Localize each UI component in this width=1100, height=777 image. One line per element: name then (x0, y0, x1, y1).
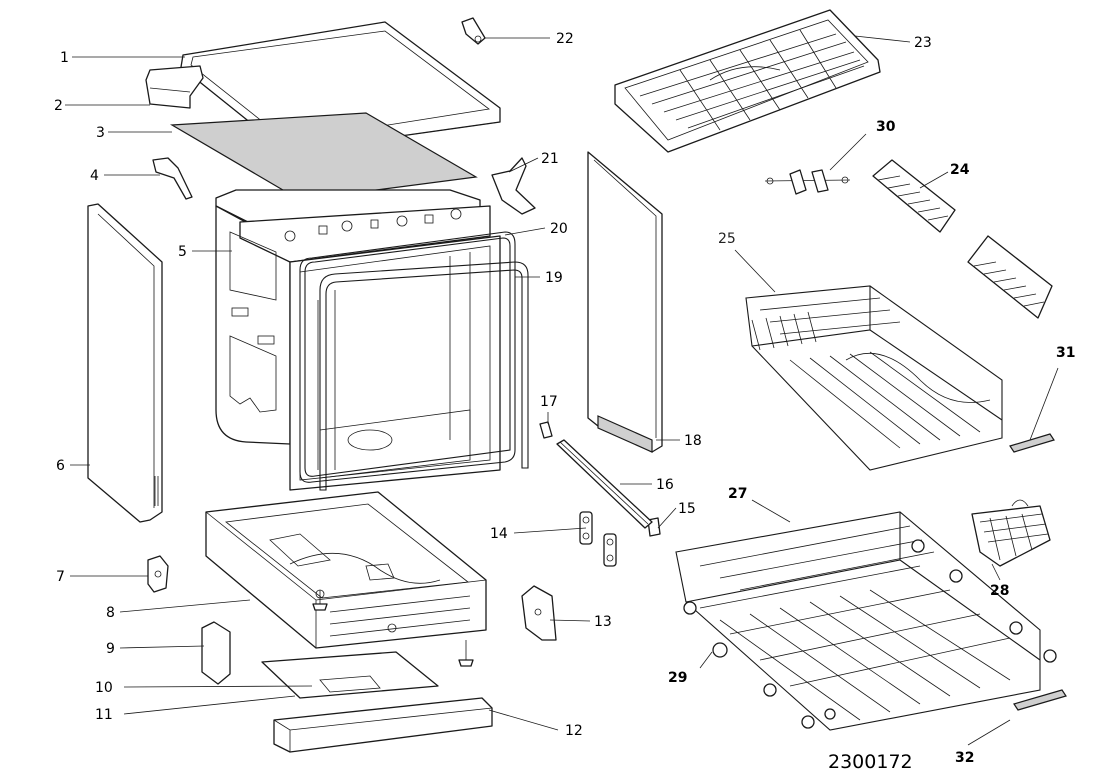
label-part-5: 5 (178, 244, 187, 260)
label-part-9: 9 (106, 641, 115, 657)
drawing-number: 2300172 (828, 751, 913, 773)
label-part-12: 12 (565, 723, 583, 739)
label-part-25: 25 (718, 231, 736, 247)
part-16-rail (556, 439, 653, 529)
label-part-23: 23 (914, 35, 932, 51)
label-part-27: 27 (728, 486, 747, 502)
label-part-16: 16 (656, 477, 674, 493)
leader-lines (65, 35, 1059, 746)
part-18-side-panel (587, 151, 663, 453)
label-part-30: 30 (876, 119, 896, 135)
label-part-18: 18 (684, 433, 702, 449)
label-part-28: 28 (990, 583, 1009, 599)
part-5-cabinet (215, 189, 501, 491)
part-3-insulation-sheet (169, 112, 478, 201)
part-6-side-panel (87, 203, 163, 523)
part-13-plate (521, 585, 557, 641)
label-part-31: 31 (1056, 345, 1075, 361)
part-2-front-bracket (145, 65, 204, 109)
label-part-11: 11 (95, 707, 113, 723)
part-7-component (147, 555, 169, 593)
part-4-bracket (152, 157, 193, 200)
label-part-3: 3 (96, 125, 105, 141)
part-30-rail (764, 169, 851, 195)
part-23-cutlery-tray (614, 9, 881, 153)
part-11-foot-screw (312, 590, 474, 667)
part-12-plinth (261, 651, 493, 753)
part-25-upper-basket (745, 285, 1003, 471)
label-part-14: 14 (490, 526, 508, 542)
label-part-8: 8 (106, 605, 115, 621)
part-17-clip (539, 421, 553, 439)
label-part-17: 17 (540, 394, 558, 410)
part-21-bracket (491, 157, 536, 215)
part-22-clip (461, 17, 486, 45)
label-part-4: 4 (90, 168, 99, 184)
part-14-hinge (579, 511, 617, 567)
label-part-19: 19 (545, 270, 563, 286)
label-part-21: 21 (541, 151, 559, 167)
label-part-2: 2 (54, 98, 63, 114)
label-part-6: 6 (56, 458, 65, 474)
label-part-15: 15 (678, 501, 696, 517)
part-28-cutlery-basket (971, 499, 1051, 567)
part-32-strip (1013, 689, 1067, 711)
part-31-strip (1009, 433, 1055, 453)
label-part-20: 20 (550, 221, 568, 237)
part-8-base (205, 491, 487, 649)
part-20-seal (299, 231, 516, 483)
part-27-lower-basket (675, 511, 1057, 731)
label-part-24: 24 (950, 162, 970, 178)
label-part-32: 32 (955, 750, 974, 766)
label-part-1: 1 (60, 50, 69, 66)
part-24-tine-rack (872, 159, 1053, 319)
part-9-cover (201, 621, 231, 685)
label-part-13: 13 (594, 614, 612, 630)
label-part-10: 10 (95, 680, 113, 696)
part-labels: 1 2 3 4 5 6 7 8 9 10 11 12 13 14 15 16 1… (54, 31, 1075, 773)
label-part-29: 29 (668, 670, 687, 686)
label-part-22: 22 (556, 31, 574, 47)
label-part-7: 7 (56, 569, 65, 585)
part-19-seal (319, 261, 529, 491)
